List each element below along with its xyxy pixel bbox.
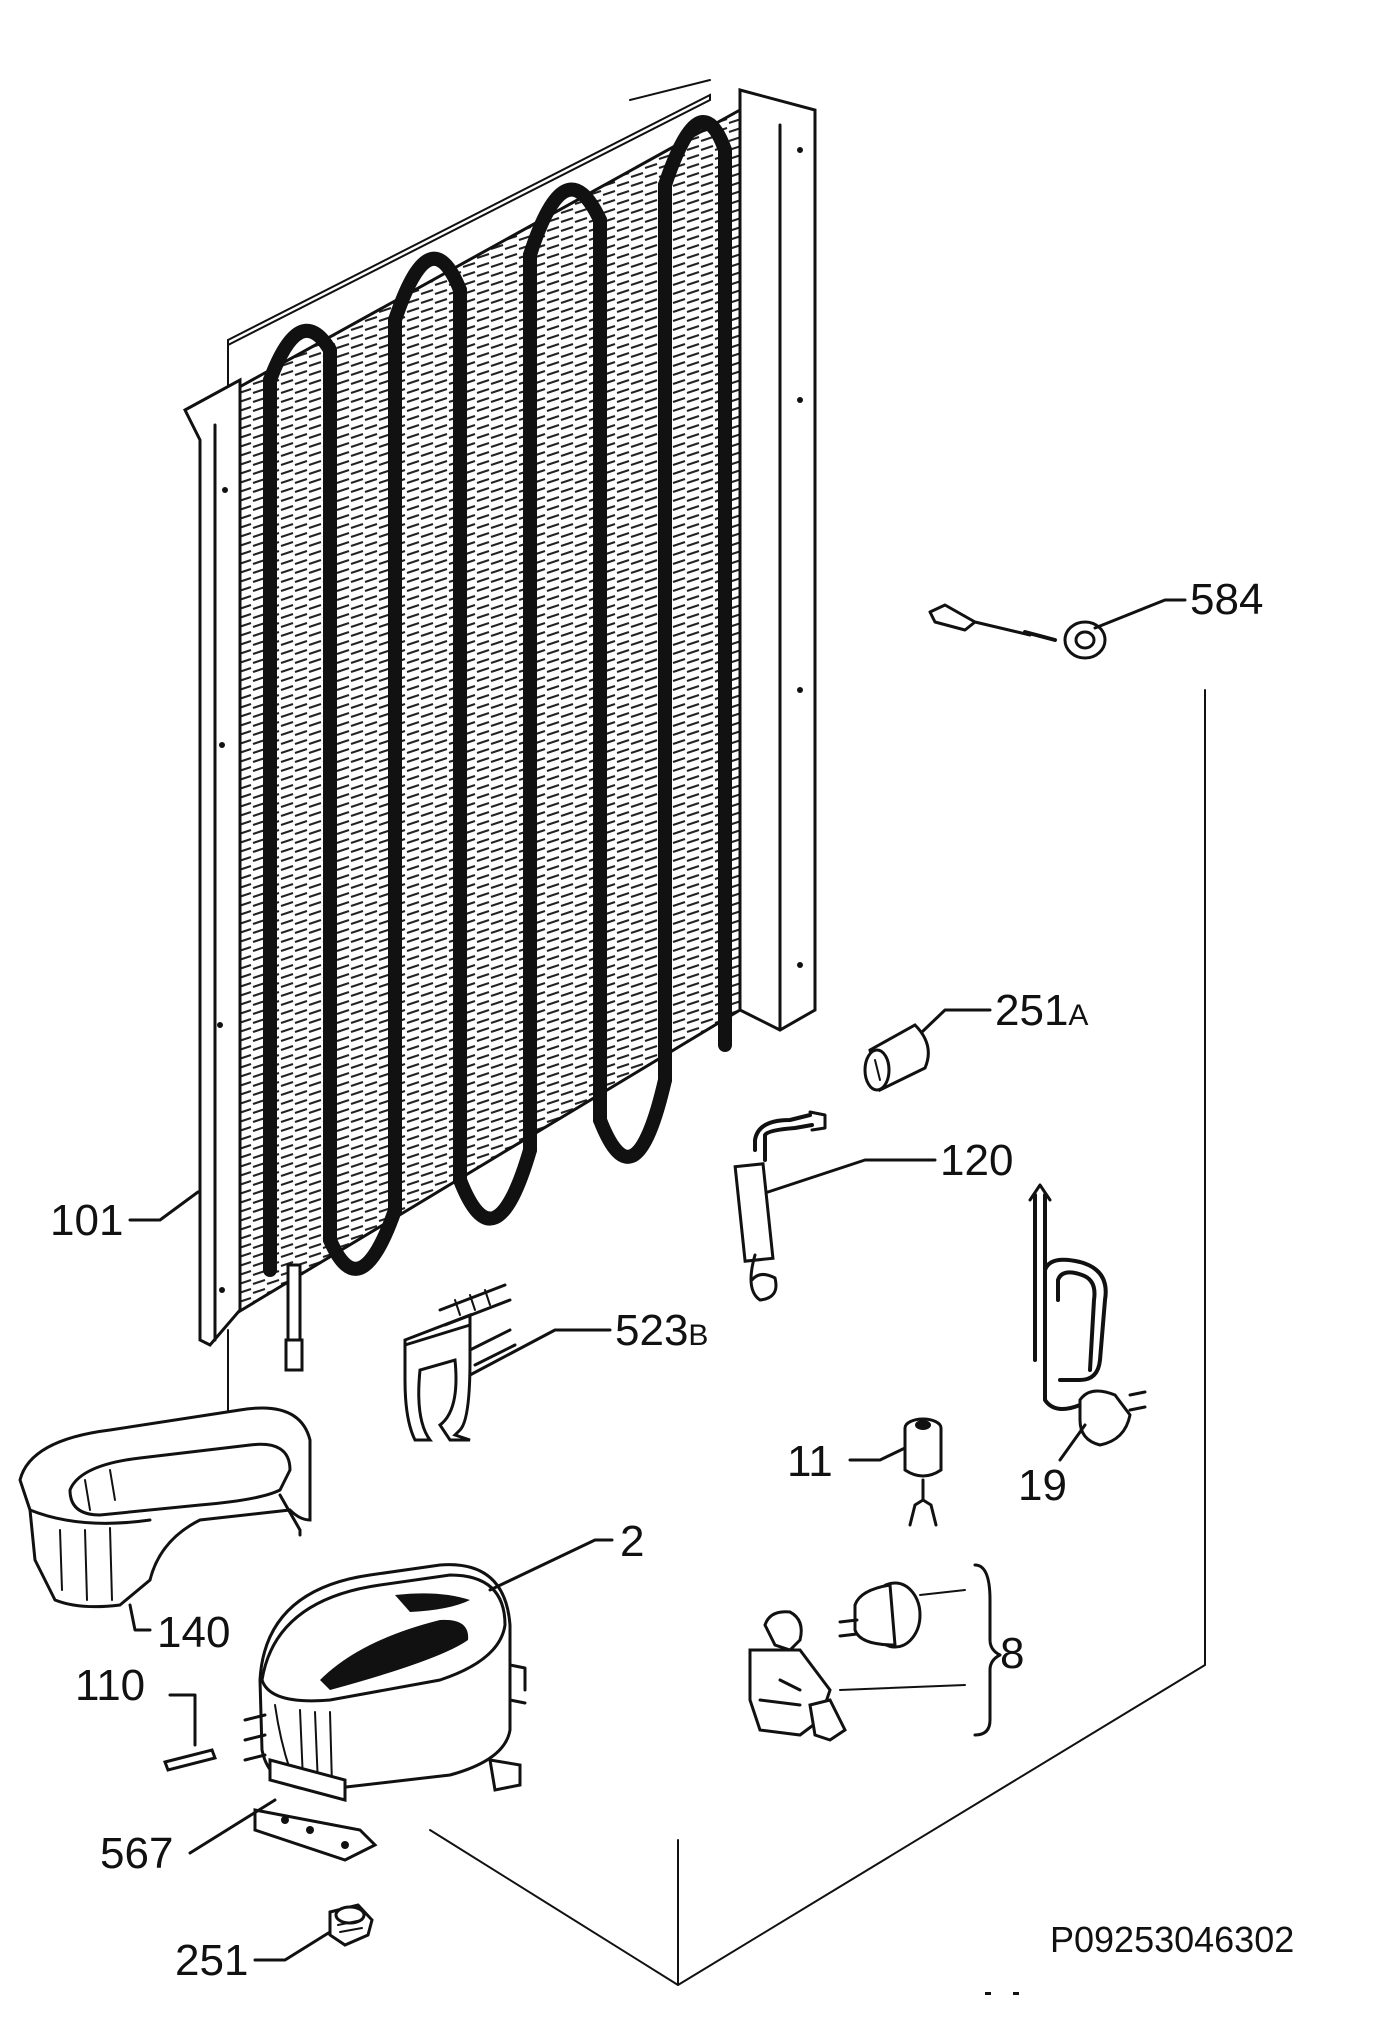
diagram-code: P09253046302 (1050, 1919, 1294, 1960)
part-110-pin (163, 1693, 217, 1772)
label-8: 8 (1000, 1629, 1024, 1678)
part-19-power-cable (1028, 1183, 1147, 1462)
label-101: 101 (50, 1196, 123, 1245)
part-140-drip-tray (18, 1406, 312, 1632)
label-140: 140 (157, 1608, 230, 1657)
part-251-nut (253, 1903, 374, 1962)
part-2-compressor (243, 1538, 614, 1862)
label-251a: 251A (995, 986, 1088, 1035)
part-251a-plug (863, 1008, 992, 1093)
label-523b: 523B (615, 1306, 708, 1355)
label-19: 19 (1018, 1461, 1067, 1510)
part-11-relay (848, 1417, 943, 1527)
label-110: 110 (75, 1661, 145, 1710)
label-11: 11 (787, 1437, 833, 1486)
label-120: 120 (940, 1136, 1013, 1185)
condenser (183, 79, 817, 1372)
label-584: 584 (1190, 575, 1263, 624)
label-2: 2 (620, 1517, 644, 1566)
label-567: 567 (100, 1829, 173, 1878)
part-584-sensor (928, 598, 1187, 660)
part-8-starter-group (748, 1563, 1002, 1742)
label-251: 251 (175, 1936, 248, 1985)
part-120-drain-tube (733, 1110, 937, 1302)
part-523b-bracket (403, 1283, 612, 1442)
